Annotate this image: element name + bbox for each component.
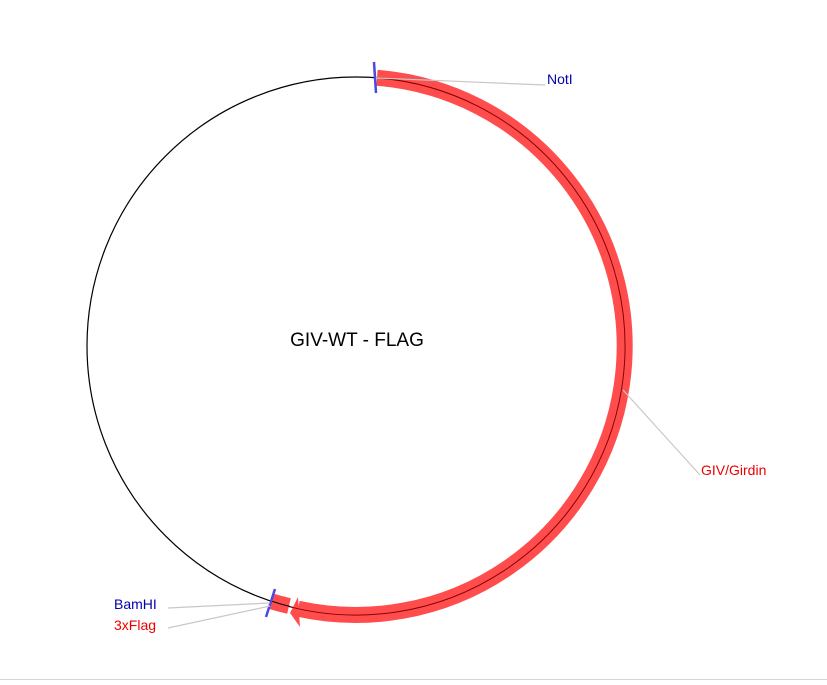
feature-3xflag[interactable] xyxy=(269,593,291,614)
feature-label-3xflag[interactable]: 3xFlag xyxy=(114,617,156,633)
leader-line-giv-girdin xyxy=(622,389,701,476)
site-marker-bamhi[interactable] xyxy=(264,588,277,618)
feature-giv-girdin[interactable] xyxy=(289,69,633,627)
plasmid-title: GIV-WT - FLAG xyxy=(290,330,424,351)
leader-line-3xflag xyxy=(167,605,271,629)
leader-line-noti xyxy=(375,77,546,86)
site-label-bamhi[interactable]: BamHI xyxy=(114,596,157,612)
site-label-noti[interactable]: NotI xyxy=(547,71,573,87)
leader-line-bamhi xyxy=(167,602,271,609)
site-marker-noti[interactable] xyxy=(372,61,378,94)
feature-label-giv-girdin[interactable]: GIV/Girdin xyxy=(701,462,766,478)
bottom-divider xyxy=(0,679,827,680)
